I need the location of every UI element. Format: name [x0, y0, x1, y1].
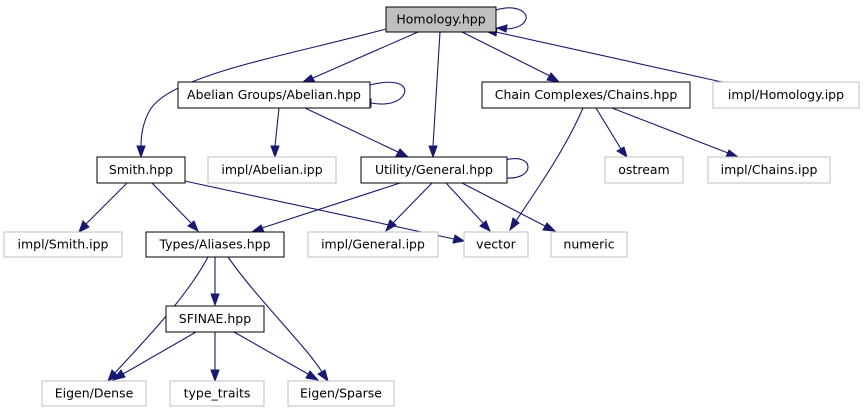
node-impl-chains-ipp[interactable]: impl/Chains.ipp — [707, 156, 831, 184]
node-label: Utility/General.hpp — [375, 162, 493, 177]
node-label: impl/Smith.ipp — [18, 237, 109, 252]
node-impl-smith-ipp[interactable]: impl/Smith.ipp — [3, 231, 123, 258]
edge-homology-to-impl-homology — [484, 27, 723, 83]
edge-sfinae-to-type-traits — [210, 332, 220, 383]
node-sfinae-hpp[interactable]: SFINAE.hpp — [165, 305, 265, 333]
node-numeric[interactable]: numeric — [550, 231, 628, 258]
node-label: impl/General.ipp — [321, 237, 425, 252]
node-label: type_traits — [184, 386, 251, 401]
node-impl-abelian-ipp[interactable]: impl/Abelian.ipp — [207, 156, 337, 184]
node-eigen-sparse[interactable]: Eigen/Sparse — [287, 380, 395, 407]
node-label: Homology.hpp — [396, 12, 485, 27]
node-smith-hpp[interactable]: Smith.hpp — [96, 156, 186, 184]
node-label: impl/Abelian.ipp — [221, 162, 322, 177]
node-label: impl/Chains.ipp — [721, 162, 818, 177]
edge-homology-self — [495, 7, 527, 33]
node-general-hpp[interactable]: Utility/General.hpp — [360, 156, 508, 184]
edge-chains-to-ostream — [595, 107, 628, 159]
node-label: impl/Homology.ipp — [728, 87, 844, 102]
node-label: numeric — [563, 237, 614, 252]
edge-aliases-to-sfinae — [210, 257, 220, 307]
edge-homology-to-smith — [136, 28, 387, 159]
edge-general-to-impl-general — [385, 182, 433, 233]
node-eigen-dense[interactable]: Eigen/Dense — [41, 380, 147, 407]
edge-homology-to-chains — [461, 31, 561, 83]
node-abelian-hpp[interactable]: Abelian Groups/Abelian.hpp — [177, 81, 371, 109]
node-ostream[interactable]: ostream — [604, 156, 684, 184]
edge-abelian-to-general — [304, 107, 410, 158]
edge-homology-to-abelian — [301, 31, 419, 83]
edge-general-to-aliases — [250, 182, 401, 233]
node-label: ostream — [618, 162, 669, 177]
edge-abelian-to-impl-abelian — [270, 107, 280, 159]
node-homology-hpp[interactable]: Homology.hpp — [385, 6, 497, 33]
edge-chains-to-impl-chains — [611, 107, 740, 158]
node-label: Types/Aliases.hpp — [158, 237, 270, 252]
node-vector[interactable]: vector — [463, 231, 529, 258]
node-impl-general-ipp[interactable]: impl/General.ipp — [307, 231, 439, 258]
node-label: Eigen/Sparse — [300, 386, 382, 401]
edge-general-to-vector — [445, 182, 491, 233]
node-impl-homology-ipp[interactable]: impl/Homology.ipp — [712, 81, 860, 109]
edge-aliases-to-eigen-sparse — [227, 256, 329, 383]
node-aliases-hpp[interactable]: Types/Aliases.hpp — [145, 231, 285, 258]
edge-homology-to-general — [428, 31, 441, 159]
node-label: Eigen/Dense — [55, 386, 134, 401]
node-type-traits[interactable]: type_traits — [169, 380, 265, 407]
node-label: vector — [476, 237, 517, 252]
edge-general-to-numeric — [461, 182, 557, 232]
node-label: Abelian Groups/Abelian.hpp — [187, 87, 361, 102]
edge-smith-to-vector — [179, 179, 466, 244]
edge-chains-to-vector — [509, 107, 584, 232]
node-label: Chain Complexes/Chains.hpp — [495, 87, 678, 102]
edge-sfinae-to-eigen-sparse — [233, 331, 320, 381]
edge-smith-to-aliases — [151, 182, 199, 233]
node-chains-hpp[interactable]: Chain Complexes/Chains.hpp — [481, 81, 691, 109]
edge-aliases-to-eigen-dense — [107, 256, 209, 383]
edge-smith-to-impl-smith — [78, 182, 128, 234]
edge-sfinae-to-eigen-dense — [111, 331, 197, 381]
node-label: Smith.hpp — [109, 162, 173, 177]
node-label: SFINAE.hpp — [179, 311, 251, 326]
